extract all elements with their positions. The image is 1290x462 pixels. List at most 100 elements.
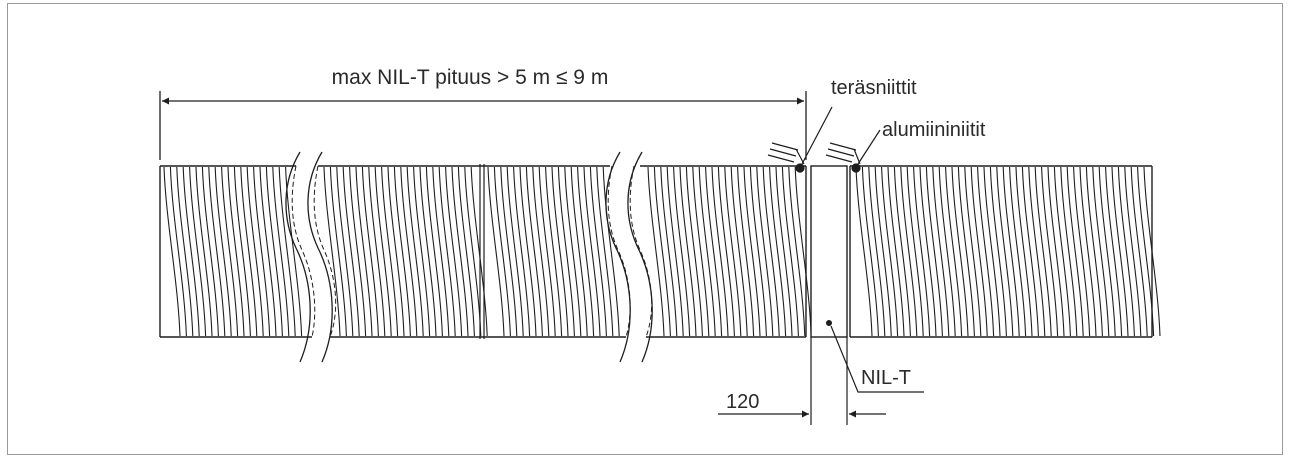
part-name-label: NIL-T [861,367,911,389]
gap-dimension-label: 120 [726,391,759,413]
corrugation-rib [1117,166,1135,337]
corrugation-rib [570,166,588,337]
corrugation-rib [387,166,405,337]
corrugation-rib [1066,166,1084,337]
middle-joint [479,164,485,339]
corrugation-rib [711,166,729,337]
corrugation-rib [673,166,691,337]
corrugation-rib [756,166,774,337]
corrugation-rib [538,166,556,337]
corrugation-rib [957,166,975,337]
corrugation-rib [692,166,710,337]
corrugation-rib [349,166,367,337]
corrugation-rib [705,166,723,337]
corrugation-rib [743,166,761,337]
corrugation-rib [925,166,943,337]
corrugation-rib [1002,166,1020,337]
corrugation-rib [425,166,443,337]
corrugation-rib [983,166,1001,337]
corrugation-rib [1073,166,1091,337]
corrugation-rib [374,166,392,337]
corrugation-rib [596,166,614,337]
corrugation-rib [470,166,488,337]
corrugation-rib [1053,166,1071,337]
corrugation-rib [413,166,431,337]
corrugation-rib [769,166,787,337]
corrugation-rib [259,166,277,337]
corrugation-rib [361,166,379,337]
corrugation-rib [666,166,684,337]
corrugation-rib [647,166,665,337]
corrugation-rib [1085,166,1103,337]
corrugation-rib [464,166,482,337]
aluminium-rivets [825,142,861,173]
corrugation-rib [487,166,505,337]
corrugation-rib [1034,166,1052,337]
corrugation-rib [868,166,886,337]
corrugation-rib [208,166,226,337]
corrugation-rib [169,166,187,337]
corrugation-rib [564,166,582,337]
corrugation-rib [938,166,956,337]
corrugation-rib [336,166,354,337]
corrugation-rib [278,166,296,337]
corrugation-rib [970,166,988,337]
corrugation-rib [762,166,780,337]
corrugation-rib [419,166,437,337]
corrugation-rib [660,166,678,337]
corrugation-rib [874,166,892,337]
corrugation-rib [679,166,697,337]
corrugation-rib [500,166,518,337]
corrugation-rib [996,166,1014,337]
corrugation-rib [233,166,251,337]
corrugation-rib [355,166,373,337]
corrugation-rib [393,166,411,337]
corrugation-rib [457,166,475,337]
corrugation-rib [323,166,341,337]
corrugation-rib [749,166,767,337]
corrugation-rib [519,166,537,337]
corrugation-rib [1130,166,1148,337]
corrugation-rib [1137,166,1155,337]
corrugation-rib [195,166,213,337]
corrugation-rib [900,166,918,337]
corrugation-rib [253,166,271,337]
corrugation-rib [906,166,924,337]
corrugation-rib [653,166,671,337]
corrugation-rib [698,166,716,337]
corrugation-rib [272,166,290,337]
corrugation-rib [381,166,399,337]
corrugation-rib [493,166,511,337]
corrugation-rib [964,166,982,337]
corrugation-rib [214,166,232,337]
corrugation-rib [1021,166,1039,337]
corrugation-rib [589,166,607,337]
corrugation-rib [602,166,620,337]
coupling-dot [826,320,832,326]
corrugation-rib [1124,166,1142,337]
corrugation-rib [1092,166,1110,337]
length-label: max NIL-T pituus > 5 m ≤ 9 m [332,66,609,89]
corrugation-rib [1143,166,1161,337]
corrugation-rib [775,166,793,337]
corrugation-rib [861,166,879,337]
corrugation-rib [189,166,207,337]
corrugation-rib [329,166,347,337]
corrugation-rib [506,166,524,337]
corrugation-rib [163,166,181,337]
corrugation-rib [221,166,239,337]
corrugation-rib [913,166,931,337]
corrugation-rib [551,166,569,337]
corrugation-rib [227,166,245,337]
corrugation-rib [945,166,963,337]
corrugation-rib [176,166,194,337]
corrugation-rib [1041,166,1059,337]
corrugation-rib [1105,166,1123,337]
corrugation-rib [717,166,735,337]
corrugation-rib [893,166,911,337]
corrugation-rib [240,166,258,337]
corrugation-rib [737,166,755,337]
corrugation-rib [525,166,543,337]
corrugation-rib [855,166,873,337]
